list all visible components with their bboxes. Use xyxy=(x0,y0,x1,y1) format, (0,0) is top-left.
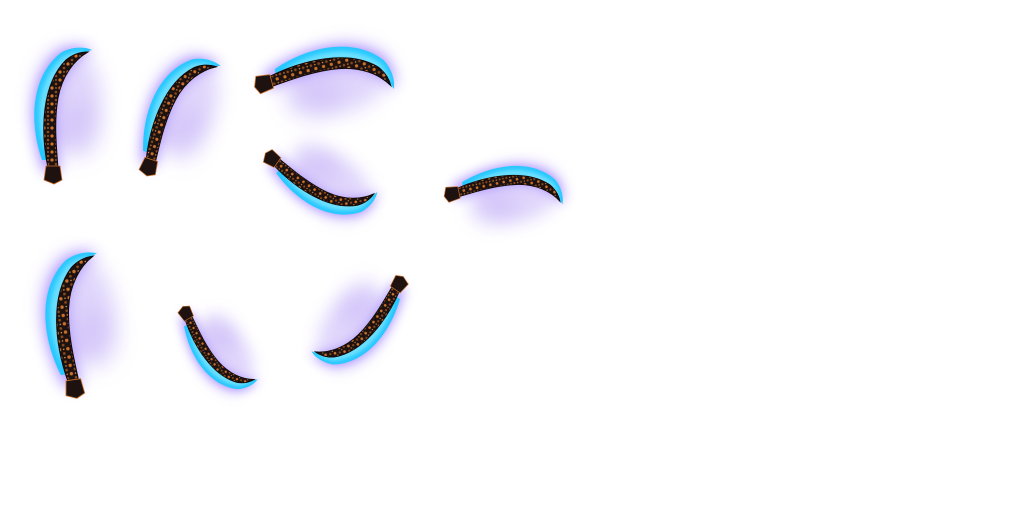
scythe-frame-4 xyxy=(256,120,384,234)
curved-scythe-blade-icon xyxy=(36,249,127,401)
curved-scythe-blade-icon xyxy=(129,47,231,191)
curved-scythe-blade-icon xyxy=(441,156,567,237)
curved-scythe-blade-icon xyxy=(249,32,399,133)
scythe-frame-6 xyxy=(36,249,127,401)
scythe-frame-1 xyxy=(34,47,102,184)
scythe-frame-7 xyxy=(170,288,265,402)
scythe-frame-8 xyxy=(303,253,417,381)
curved-scythe-blade-icon xyxy=(34,47,102,184)
curved-scythe-blade-icon xyxy=(303,253,417,381)
scythe-frame-5 xyxy=(441,156,567,237)
curved-scythe-blade-icon xyxy=(170,288,265,402)
sprites-layer xyxy=(34,32,566,402)
scythe-frame-2 xyxy=(129,47,231,191)
curved-scythe-blade-icon xyxy=(256,120,384,234)
scythe-frame-3 xyxy=(249,32,399,133)
